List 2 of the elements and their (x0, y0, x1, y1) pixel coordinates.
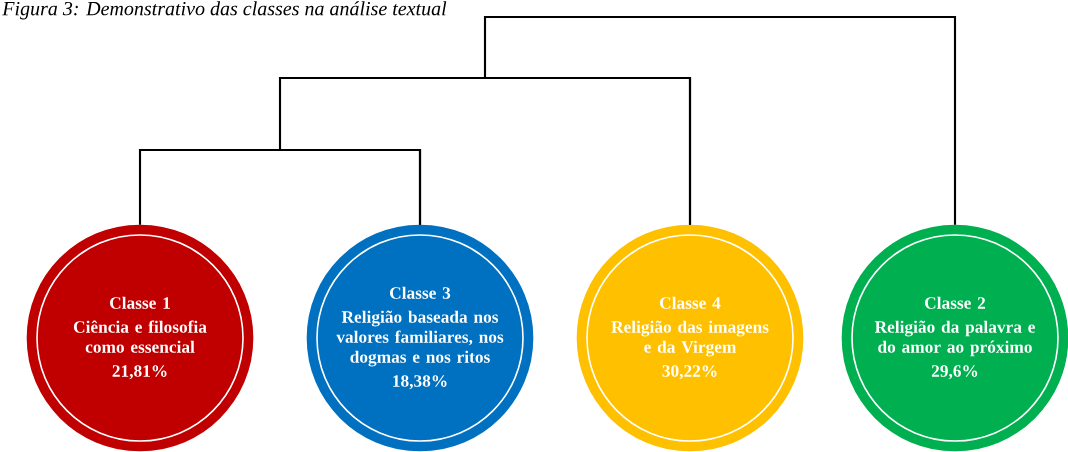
dendrogram-link (483, 15, 957, 225)
figure-title: Figura 3: Demonstrativo das classes na análise textual (2, 1, 447, 20)
